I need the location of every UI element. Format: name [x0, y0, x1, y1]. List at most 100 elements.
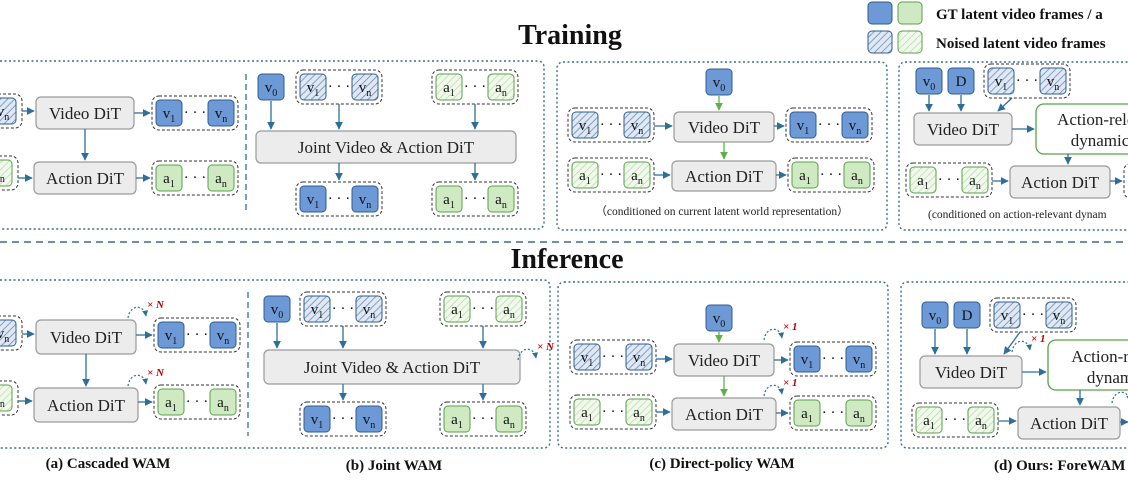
b-train-noised-video-first-label: v1 — [307, 80, 320, 99]
c-train-gt-video-last — [841, 111, 869, 139]
c-inf-gt-video-first — [793, 345, 821, 373]
b-train-noised-action-first — [435, 73, 463, 101]
c-inf-gt-action-last — [845, 399, 873, 427]
d-train-noised-action-last-label: an — [969, 173, 981, 192]
c-train-gt-video-first — [789, 111, 817, 139]
a-train-noised-action-tail — [0, 159, 13, 187]
c-inf-gt-action-first — [793, 399, 821, 427]
training-title: Training — [518, 20, 622, 51]
a-train-gt-action-first — [155, 164, 183, 192]
panel-c-training-frame — [556, 61, 888, 231]
d-train-noised-action-last — [961, 166, 989, 194]
b-inf-gt-action — [439, 401, 527, 437]
legend-noised-action-swatch — [897, 30, 923, 54]
d-inf-noised-action-last-label: an — [975, 413, 987, 432]
b-inf-gt-action-dots: · · · — [472, 411, 495, 427]
d-inf-noised-video-first — [993, 301, 1021, 329]
legend-gt-video-swatch — [867, 1, 893, 25]
legend-noised-video-swatch — [867, 30, 893, 54]
c-train-video-dit-label: Video DiT — [688, 118, 761, 137]
d-train-action-relevant-bottom: dynamic — [1071, 131, 1128, 150]
c-inf-noised-video-last-label: vn — [633, 350, 646, 369]
c-inf-noised-action-last-label: an — [633, 405, 645, 424]
d-inf-action-relevant-bottom: dynam — [1087, 368, 1128, 387]
d-inf-action-loop — [1111, 391, 1128, 404]
c-train-noised-video-last-label: vn — [631, 118, 644, 137]
c-inf-noised-action-dots: · · · — [602, 404, 625, 420]
a-inf-gt-video-last-label: vn — [217, 328, 230, 347]
a-inf-noised-video-tail — [0, 319, 17, 347]
caption-a: (a) Cascaded WAM — [46, 456, 171, 472]
c-train-noised-action-first-label: a1 — [579, 168, 591, 187]
panel-c-inference-frame — [557, 281, 889, 449]
c-inf-v0-label: v0 — [713, 311, 726, 330]
d-inf-action-dit-label: Action DiT — [1030, 414, 1109, 433]
c-inf-action-loop-label: × 1 — [783, 377, 798, 389]
caption-b: (b) Joint WAM — [346, 458, 442, 474]
c-train-gt-action-last — [843, 161, 871, 189]
a-inf-gt-video-last — [209, 321, 237, 349]
c-train-gt-action-first-label: a1 — [799, 168, 811, 187]
a-train-gt-video-dots: · · · — [184, 105, 207, 121]
a-inf-video-loop-label: × N — [147, 299, 165, 311]
c-inf-gt-video-dots: · · · — [822, 351, 845, 367]
c-inf-gt-video — [789, 341, 877, 377]
inference-title: Inference — [511, 244, 624, 275]
b-inf-gt-action-last — [495, 405, 523, 433]
b-inf-joint-loop-label: × N — [537, 341, 555, 353]
panel-ab-inference-frame — [0, 279, 551, 449]
c-inf-gt-action-first-label: a1 — [801, 406, 813, 425]
b-train-gt-action-last — [487, 185, 515, 213]
c-train-noised-video — [567, 107, 655, 143]
d-train-noised-video — [983, 63, 1071, 99]
c-inf-noised-video — [569, 339, 657, 375]
a-inf-gt-action-last-label: an — [217, 395, 229, 414]
a-inf-gt-action-last — [209, 388, 237, 416]
b-inf-gt-action-first-label: a1 — [451, 412, 463, 431]
b-inf-noised-video-first — [303, 295, 331, 323]
d-inf-v0 — [921, 301, 949, 329]
d-train-dynamics-token-label: D — [956, 74, 967, 90]
a-inf-action-dit — [33, 387, 139, 423]
d-train-arrow-video — [997, 97, 1013, 112]
c-train-action-dit-label: Action DiT — [685, 167, 764, 186]
a-inf-action-loop — [127, 374, 149, 387]
caption-d: (d) Ours: ForeWAM — [994, 458, 1125, 474]
note-forewam: (conditioned on action-relevant dynam — [928, 209, 1107, 221]
b-inf-gt-video-last-label: vn — [363, 412, 376, 431]
b-inf-noised-video-last — [355, 295, 383, 323]
b-inf-gt-video-dots: · · · — [332, 411, 355, 427]
d-train-v0 — [915, 67, 943, 95]
b-inf-gt-action-last-label: an — [503, 412, 515, 431]
a-inf-gt-action-first — [157, 388, 185, 416]
b-train-gt-video — [295, 181, 383, 217]
d-inf-dynamics-token-label: D — [962, 308, 973, 324]
b-train-gt-video-first — [299, 185, 327, 213]
c-inf-gt-action-dots: · · · — [822, 405, 845, 421]
b-train-v0-label: v0 — [265, 80, 278, 99]
d-train-noised-action-first — [909, 166, 937, 194]
b-train-gt-action-last-label: an — [495, 192, 507, 211]
a-train-gt-video-first — [155, 99, 183, 127]
b-inf-gt-video-first — [303, 405, 331, 433]
d-train-gt-action-group — [1123, 163, 1128, 199]
b-inf-gt-video-first-label: v1 — [311, 412, 324, 431]
a-inf-gt-video-first — [157, 321, 185, 349]
c-train-noised-video-last — [623, 111, 651, 139]
b-inf-joint-dit — [263, 349, 521, 385]
b-inf-noised-action-last-label: an — [503, 302, 515, 321]
c-train-noised-action-last-label: an — [631, 168, 643, 187]
a-inf-noised-video-group — [0, 315, 23, 351]
d-train-dynamics-token — [947, 67, 975, 95]
c-train-action-dit — [671, 160, 777, 192]
d-inf-action-dit — [1017, 406, 1121, 440]
b-train-noised-video-last — [351, 73, 379, 101]
b-inf-noised-video — [299, 291, 387, 327]
d-train-action-relevant-box — [1035, 103, 1128, 155]
diagram-content: vn an Video DiT Action DiT v1 vn · · · a1 an · · … — [0, 63, 1128, 440]
a-inf-gt-video — [153, 317, 241, 353]
c-train-noised-action-dots: · · · — [600, 167, 623, 183]
c-inf-gt-video-last — [845, 345, 873, 373]
d-inf-noised-action — [911, 402, 999, 438]
